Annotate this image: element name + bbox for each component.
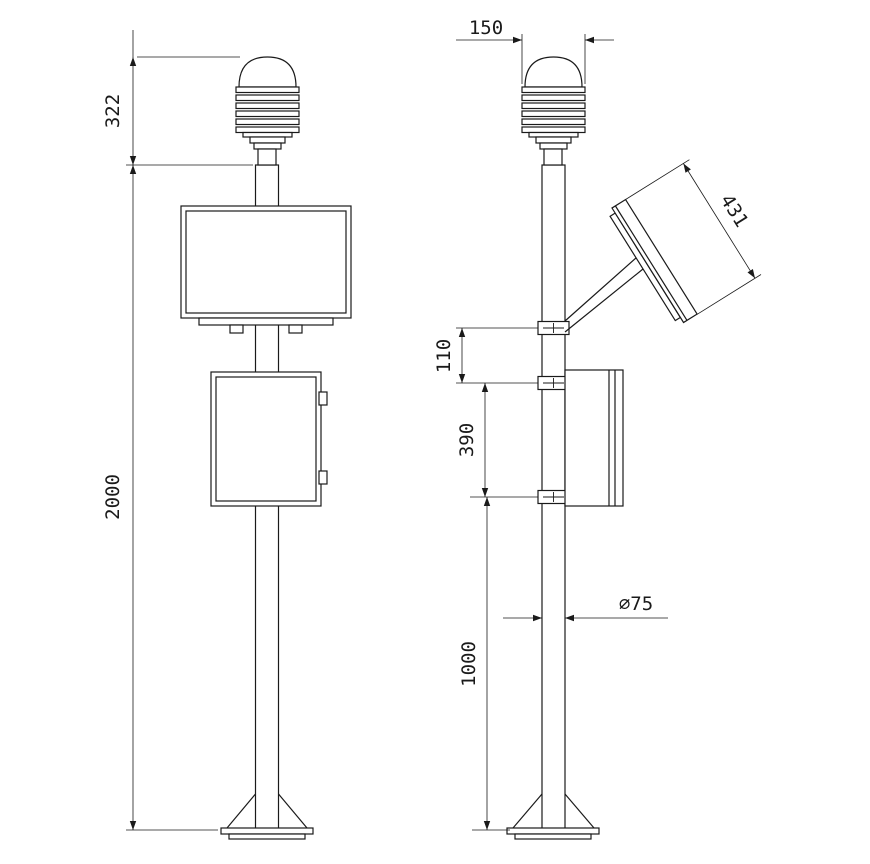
dim-label-150: 150 (469, 17, 503, 39)
panel-back-rail (609, 212, 682, 322)
strut-edge (564, 268, 644, 333)
arrowhead (481, 488, 489, 497)
dimension-pole-diameter: ⌀75 (503, 593, 668, 622)
base-gusset (564, 793, 595, 829)
sensor-neck (535, 136, 572, 144)
panel-mount-foot (288, 324, 303, 334)
arrowhead (458, 328, 466, 337)
dim-label-1000: 1000 (458, 641, 480, 687)
arrowhead (458, 374, 466, 383)
base-gusset (226, 793, 256, 829)
equipment-box-front (210, 371, 328, 507)
strut-edge (564, 257, 637, 322)
arrowhead (129, 156, 137, 165)
solar-panel-glass (185, 210, 347, 314)
box-door (215, 376, 317, 502)
louver-plate (235, 126, 300, 134)
pole-clamp-box-top (537, 375, 570, 391)
panel-mount-foot (229, 324, 244, 334)
front-view: 322 2000 (102, 30, 352, 840)
extension-line (625, 159, 690, 200)
sensor-stem (257, 148, 277, 166)
base-gusset (278, 793, 308, 829)
box-body-side (564, 369, 624, 507)
dim-label-390: 390 (456, 423, 478, 457)
side-view: 150 431 110 390 (433, 17, 762, 840)
louver-plate (235, 118, 300, 126)
louver-plate (521, 126, 586, 134)
louver-plate (521, 110, 586, 118)
solar-panel-side (609, 198, 698, 324)
sensor-neck (249, 136, 286, 144)
arrowhead (533, 614, 542, 622)
dimension-pole-height: 2000 (102, 164, 253, 831)
louver-plate (235, 102, 300, 110)
arrowhead (483, 821, 491, 830)
louver-plate (235, 86, 300, 94)
louver-base-plate (528, 131, 579, 138)
sensor-stem (543, 148, 563, 166)
box-hinge-top (318, 391, 328, 406)
base-plate (220, 827, 314, 835)
arrowhead (683, 163, 691, 173)
louver-plate (235, 94, 300, 102)
solar-panel-front (180, 205, 352, 334)
base-flange-side (506, 793, 600, 840)
arrowhead (585, 36, 594, 44)
sensor-dome (524, 56, 583, 88)
louver-base-plate (242, 131, 293, 138)
arrowhead (565, 614, 574, 622)
base-gusset (512, 793, 543, 829)
dimension-cap-width: 150 (456, 17, 614, 84)
box-body (210, 371, 322, 507)
arrowhead (747, 269, 755, 279)
base-plate (506, 827, 600, 835)
radiation-shield-sensor-side (521, 56, 586, 166)
louver-plate (521, 102, 586, 110)
louver-plate (521, 118, 586, 126)
dimension-box-to-base: 1000 (458, 497, 510, 831)
base-pad (514, 833, 592, 840)
dim-label-2000: 2000 (102, 474, 124, 520)
arrowhead (481, 383, 489, 392)
base-flange-front (220, 793, 314, 840)
dimension-panel-box-gap: 110 (433, 327, 538, 384)
arrowhead (129, 165, 137, 174)
arrowhead (513, 36, 522, 44)
dim-label-322: 322 (102, 94, 124, 128)
arrowhead (129, 821, 137, 830)
arrowhead (129, 57, 137, 66)
solar-panel-frame (180, 205, 352, 319)
dimension-sensor-height: 322 (102, 30, 240, 165)
equipment-box-side (564, 369, 624, 507)
panel-bottom-rail (198, 317, 334, 326)
radiation-shield-sensor-front (235, 56, 300, 166)
louver-plate (521, 94, 586, 102)
extension-line (696, 274, 762, 315)
sensor-neck (539, 142, 568, 150)
box-hinge-bottom (318, 470, 328, 485)
pole-clamp-box-bottom (537, 489, 570, 505)
dimension-line (683, 163, 756, 279)
panel-body (611, 198, 698, 324)
louver-plate (521, 86, 586, 94)
louver-plate (235, 110, 300, 118)
sensor-dome (238, 56, 297, 88)
sensor-neck (253, 142, 282, 150)
base-pad (228, 833, 306, 840)
panel-frame-seam (614, 205, 688, 321)
dimension-box-mount-span: 390 (456, 383, 538, 498)
arrowhead (483, 497, 491, 506)
dim-label-diameter-75: ⌀75 (619, 593, 653, 615)
dim-label-110: 110 (433, 339, 455, 373)
panel-strut (564, 257, 644, 333)
dim-label-431: 431 (716, 190, 753, 231)
pole-clamp-panel (537, 320, 570, 336)
